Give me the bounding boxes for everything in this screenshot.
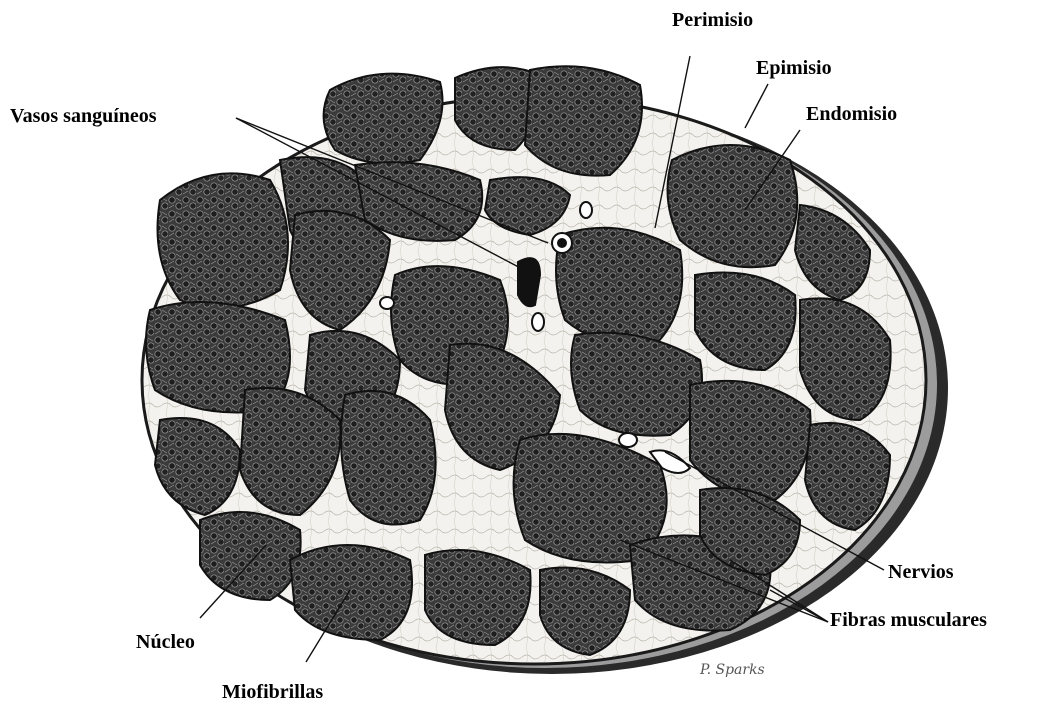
fascicle	[324, 74, 443, 164]
artist-signature: P. Sparks	[700, 662, 765, 678]
fascicle	[341, 391, 436, 525]
label-miofibrillas: Miofibrillas	[222, 682, 323, 702]
fascicle	[158, 173, 289, 308]
label-fibras-musculares: Fibras musculares	[830, 610, 987, 630]
label-nervios: Nervios	[888, 562, 954, 582]
fascicle	[525, 66, 642, 175]
label-perimisio: Perimisio	[672, 10, 753, 30]
fascicle	[556, 228, 682, 346]
leader-epimisio	[745, 84, 768, 128]
label-endomisio: Endomisio	[806, 104, 897, 124]
fascicle	[290, 545, 412, 640]
fascicle	[425, 550, 531, 645]
fascicle	[200, 512, 301, 600]
label-epimisio: Epimisio	[756, 58, 832, 78]
label-vasos-sanguineos: Vasos sanguíneos	[10, 106, 157, 126]
label-nucleo: Núcleo	[136, 632, 195, 652]
